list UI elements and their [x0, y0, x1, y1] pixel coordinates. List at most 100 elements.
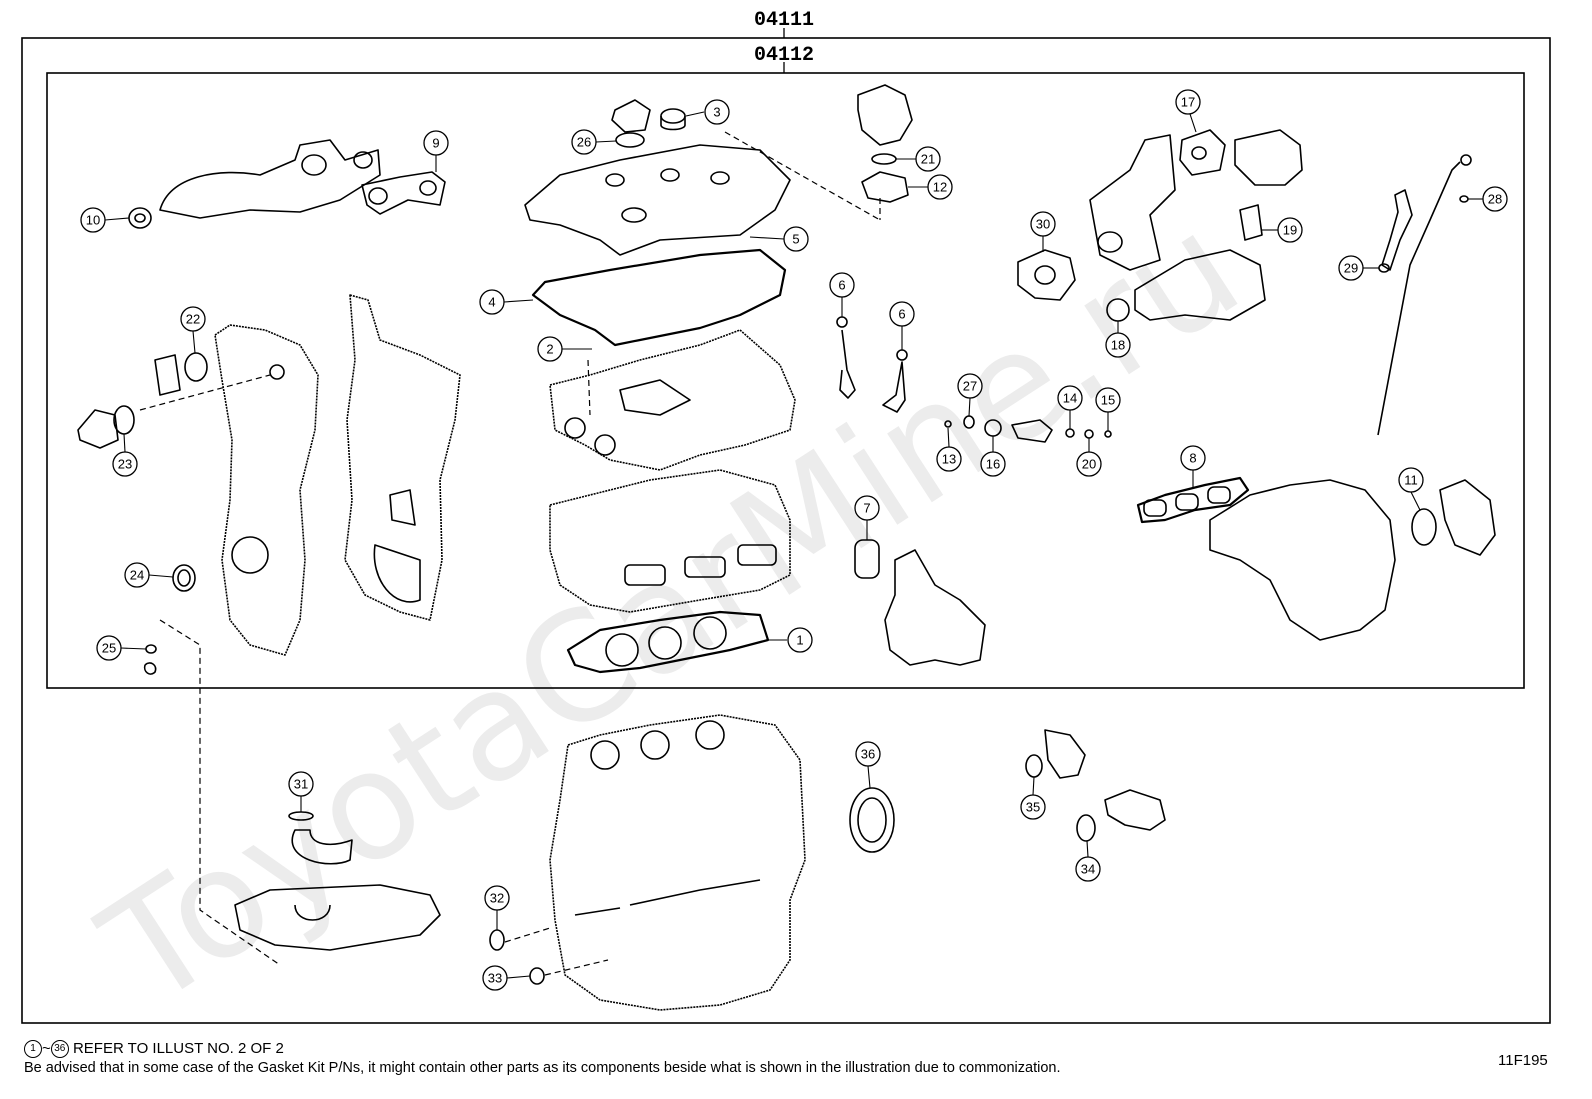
callout-2: 2 [537, 336, 563, 362]
svg-text:26: 26 [577, 135, 591, 150]
gasket-8-drawing [1136, 476, 1250, 524]
gasket-19-drawing [1239, 204, 1263, 241]
illustration-id: 11F195 [1498, 1052, 1548, 1069]
svg-text:24: 24 [130, 568, 144, 583]
callout-11: 11 [1398, 467, 1424, 493]
part-drawings [77, 84, 1496, 1011]
refer-text: REFER TO ILLUST NO. 2 OF 2 [72, 1040, 284, 1057]
svg-text:16: 16 [986, 457, 1000, 472]
head-cover-drawing [524, 144, 791, 256]
rear-seal-36-drawing [849, 787, 895, 853]
svg-text:11: 11 [1404, 473, 1418, 488]
range-end-badge: 36 [50, 1040, 69, 1059]
svg-text:9: 9 [432, 136, 439, 151]
part-callouts: 1 2 3 4 5 6 6 7 8 9 10 11 12 13 14 15 16… [80, 89, 1508, 991]
svg-text:4: 4 [488, 295, 495, 310]
exhaust-pipe-drawing [159, 139, 381, 219]
cylinder-block-drawing [549, 714, 806, 1011]
callout-36: 36 [855, 741, 881, 767]
callout-24: 24 [124, 562, 150, 588]
gasket-30-drawing [1017, 249, 1076, 301]
svg-text:23: 23 [118, 457, 132, 472]
grommet-3-drawing [660, 108, 686, 124]
callout-8: 8 [1180, 445, 1206, 471]
gasket-17-drawing [1179, 129, 1226, 176]
thermostat-housing-drawing [857, 84, 913, 146]
callout-17: 17 [1175, 89, 1201, 115]
leader-lines [104, 111, 1483, 979]
seal-24-drawing [172, 564, 196, 592]
callout-7: 7 [854, 495, 880, 521]
callout-15: 15 [1095, 387, 1121, 413]
sensor-drawing [1011, 419, 1053, 443]
callout-1: 1 [787, 627, 813, 653]
oil-pan-gasket-drawing [234, 884, 441, 951]
oil-tube-drawing [291, 829, 353, 865]
range-separator: ~ [42, 1040, 51, 1057]
callout-16: 16 [980, 451, 1006, 477]
gasket-12-drawing [861, 171, 909, 203]
callout-22: 22 [180, 306, 206, 332]
svg-text:31: 31 [294, 777, 308, 792]
callout-23: 23 [112, 451, 138, 477]
svg-text:10: 10 [86, 213, 100, 228]
callout-26: 26 [571, 129, 597, 155]
cylinder-head-drawing [549, 329, 796, 471]
range-start-badge: 1 [24, 1040, 42, 1059]
inner-kit-frame [46, 72, 1525, 689]
callout-18: 18 [1105, 332, 1131, 358]
svg-text:13: 13 [942, 452, 956, 467]
oring-34-drawing [1076, 814, 1096, 842]
seal-10-drawing [128, 207, 152, 229]
oring-33-drawing [529, 967, 545, 985]
callout-35: 35 [1020, 794, 1046, 820]
oring-23-drawing [113, 405, 135, 435]
svg-text:8: 8 [1189, 451, 1196, 466]
svg-text:34: 34 [1081, 862, 1095, 877]
callout-13: 13 [936, 446, 962, 472]
svg-text:36: 36 [861, 747, 875, 762]
timing-cover-drawing [214, 324, 319, 656]
outer-kit-frame [21, 37, 1551, 1024]
oring-21-drawing [871, 153, 897, 165]
svg-text:7: 7 [863, 501, 870, 516]
callout-19: 19 [1277, 217, 1303, 243]
svg-text:15: 15 [1101, 393, 1115, 408]
gasket-9-drawing [361, 171, 446, 215]
svg-text:6: 6 [838, 278, 845, 293]
callout-30: 30 [1030, 211, 1056, 237]
head-gasket-1-drawing [566, 610, 770, 674]
svg-text:30: 30 [1036, 217, 1050, 232]
oring-35-drawing [1025, 754, 1043, 778]
callout-33: 33 [482, 965, 508, 991]
svg-text:21: 21 [921, 152, 935, 167]
callout-12: 12 [927, 174, 953, 200]
callout-21: 21 [915, 146, 941, 172]
callout-3: 3 [704, 99, 730, 125]
svg-text:19: 19 [1283, 223, 1297, 238]
valve-6-drawing [839, 329, 856, 399]
svg-text:3: 3 [713, 105, 720, 120]
callout-29: 29 [1338, 255, 1364, 281]
head-cover-gasket-4-drawing [531, 248, 787, 347]
svg-text:25: 25 [102, 641, 116, 656]
exhaust-manifold-drawing [1089, 134, 1176, 271]
callout-25: 25 [96, 635, 122, 661]
oring-32-drawing [489, 929, 505, 951]
seal-15-drawing [1104, 430, 1112, 438]
callout-28: 28 [1482, 186, 1508, 212]
plug-25-drawing [145, 644, 157, 654]
kit-code-inner: 04112 [754, 44, 814, 67]
callout-32: 32 [484, 885, 510, 911]
svg-text:27: 27 [963, 379, 977, 394]
svg-text:32: 32 [490, 891, 504, 906]
callout-9: 9 [423, 130, 449, 156]
callout-20: 20 [1076, 451, 1102, 477]
callout-6a: 6 [829, 272, 855, 298]
callout-27: 27 [957, 373, 983, 399]
advise-note: Be advised that in some case of the Gask… [24, 1060, 1061, 1076]
callout-4: 4 [479, 289, 505, 315]
svg-text:5: 5 [792, 232, 799, 247]
callout-5: 5 [783, 226, 809, 252]
